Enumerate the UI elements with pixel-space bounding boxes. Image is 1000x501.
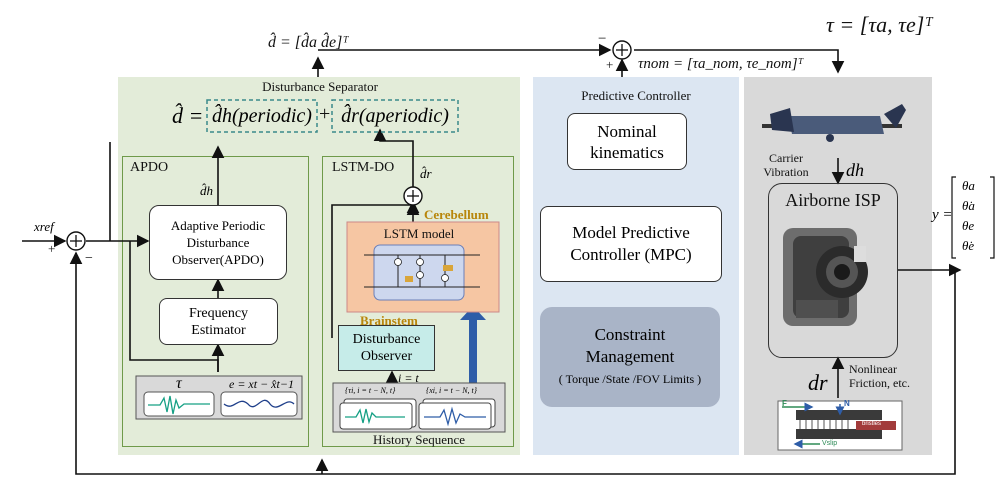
apdo-observer-box: Adaptive Periodic Disturbance Observer(A…	[149, 205, 287, 280]
i-equals-t: i = t	[398, 371, 419, 385]
top-junction-minus: −	[598, 31, 607, 47]
airborne-isp-box	[768, 183, 898, 358]
input-minus: −	[85, 251, 93, 266]
friction-bristles-label: bristles	[862, 421, 882, 427]
lstm-dr-label: d̂r	[420, 166, 432, 181]
constraint-management-box: Constraint Management ( Torque /State /F…	[540, 307, 720, 407]
lstm-observer-line2: Observer	[360, 349, 413, 364]
frequency-estimator-box: Frequency Estimator	[159, 298, 278, 345]
y-vec-3: θ̇e	[962, 238, 975, 253]
cerebellum-label: Cerebellum	[424, 207, 489, 222]
lstm-observer-line1: Disturbance	[352, 332, 421, 347]
top-junction-plus: +	[606, 57, 614, 72]
plant-dh-label: dh	[846, 160, 864, 180]
separator-plus: +	[319, 103, 331, 125]
friction-line1: Nonlinear	[849, 362, 897, 376]
nominal-line1: Nominal	[597, 121, 657, 141]
disturbance-separator-title: Disturbance Separator	[262, 79, 378, 94]
constraint-line1: Constraint	[594, 325, 666, 344]
y-vec-1: θ̇a	[962, 198, 975, 213]
tau-nom-equation: τnom = [τa_nom, τe_nom]ᵀ	[638, 56, 804, 72]
d-hat-equation: d̂ = [d̂a d̂e]ᵀ	[268, 34, 349, 51]
history-tau-set: {τi, i = t − N, t}	[345, 386, 396, 395]
apdo-title: APDO	[130, 160, 169, 175]
carrier-vibration-label: Carrier Vibration	[756, 151, 816, 179]
aircraft-icon	[762, 104, 906, 142]
constraint-line2: Management	[585, 347, 675, 366]
friction-line2: Friction, etc.	[849, 376, 910, 390]
apdo-observer-line2: Disturbance	[186, 235, 250, 250]
xref-label: xref	[34, 219, 54, 234]
nominal-kinematics-box: Nominal kinematics	[567, 113, 687, 170]
y-vec-2: θe	[962, 218, 975, 233]
separator-d-hat: d̂ =	[172, 103, 204, 128]
constraint-line3: ( Torque /State /FOV Limits )	[558, 372, 702, 386]
history-x-set: {xi, i = t − N, t}	[426, 386, 477, 395]
nominal-line2: kinematics	[590, 142, 664, 162]
airborne-isp-title: Airborne ISP	[785, 190, 881, 210]
carrier-line1: Carrier	[769, 151, 803, 165]
apdo-observer-line1: Adaptive Periodic	[170, 218, 266, 233]
carrier-line2: Vibration	[763, 165, 809, 179]
predictive-controller-title: Predictive Controller	[581, 88, 691, 103]
friction-label: Nonlinear Friction, etc.	[849, 362, 910, 390]
y-equals: y =	[932, 207, 953, 223]
frequency-line2: Estimator	[191, 322, 246, 338]
lstm-do-title: LSTM-DO	[332, 160, 395, 175]
y-vec-0: θa	[962, 178, 975, 193]
friction-force-label: F	[782, 399, 787, 408]
lstm-model-label: LSTM model	[383, 226, 455, 241]
frequency-line1: Frequency	[188, 305, 249, 321]
apdo-tau-symbol: τ	[176, 375, 182, 392]
periodic-term: d̂h(periodic)	[212, 104, 312, 127]
apdo-observer-line3: Observer(APDO)	[172, 252, 264, 267]
mpc-line2: Controller (MPC)	[570, 245, 692, 264]
friction-normal-label: N	[844, 399, 850, 408]
input-plus: +	[48, 241, 56, 256]
mpc-line1: Model Predictive	[572, 223, 690, 242]
mpc-box: Model Predictive Controller (MPC)	[540, 206, 722, 282]
brainstem-label: Brainstem	[360, 313, 418, 328]
apdo-dh-label: d̂h	[200, 183, 213, 198]
plant-dr-label: dr	[808, 370, 828, 395]
lstm-do-subpanel	[322, 156, 514, 447]
aperiodic-term: d̂r(aperiodic)	[341, 104, 449, 127]
isp-gimbal-icon	[783, 228, 868, 326]
history-sequence-label: History Sequence	[372, 432, 466, 447]
friction-vslip-label: Vslip	[822, 440, 838, 447]
tau-equation: τ = [τa, τe]ᵀ	[826, 12, 933, 37]
disturbance-observer-box: Disturbance Observer	[338, 325, 435, 371]
apdo-e-equation: e = xt − x̂t−1	[229, 377, 294, 391]
